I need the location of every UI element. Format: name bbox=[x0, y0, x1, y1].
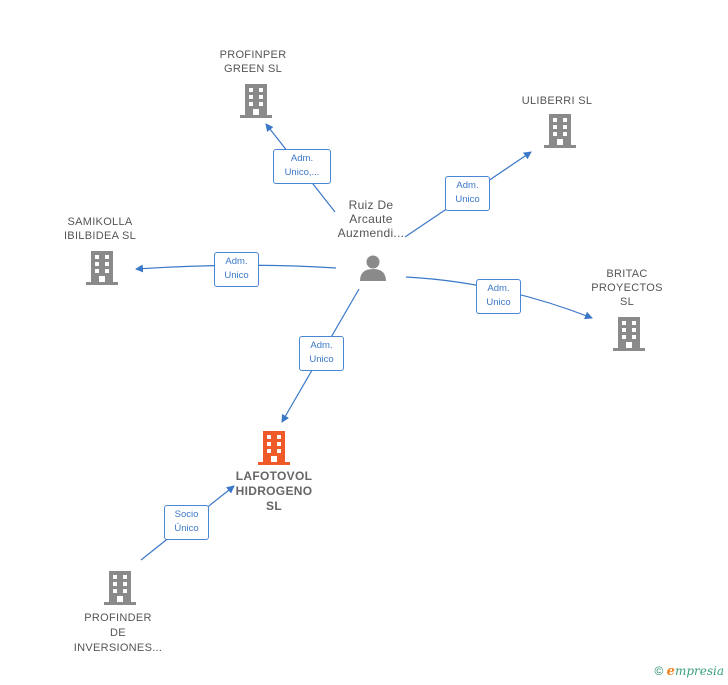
company-label-uliberri[interactable]: ULIBERRI SL bbox=[521, 95, 593, 107]
building-icon[interactable] bbox=[544, 114, 576, 148]
brand-logo-text: mpresia bbox=[674, 664, 724, 678]
company-label-britac[interactable]: BRITAC PROYECTOS SL bbox=[591, 268, 663, 308]
building-icon[interactable] bbox=[613, 317, 645, 351]
building-icon[interactable] bbox=[104, 571, 136, 605]
edge-label-uliberri[interactable]: Adm.Unico bbox=[445, 176, 490, 211]
edge-label-samikolla[interactable]: Adm.Unico bbox=[214, 252, 259, 287]
building-icon[interactable] bbox=[86, 251, 118, 285]
company-label-profinper[interactable]: PROFINPER GREEN SL bbox=[219, 49, 287, 75]
brand-footer: © empresia bbox=[654, 664, 724, 679]
copyright-icon: © bbox=[654, 664, 664, 678]
edge-label-britac[interactable]: Adm.Unico bbox=[476, 279, 521, 314]
center-person-label[interactable]: Ruiz De Arcaute Auzmendi... bbox=[337, 198, 405, 240]
company-label-samikolla[interactable]: SAMIKOLLA IBILBIDEA SL bbox=[63, 216, 137, 242]
company-label-profinder[interactable]: PROFINDER DE INVERSIONES... bbox=[73, 612, 163, 654]
company-label-lafotovol[interactable]: LAFOTOVOL HIDROGENO SL bbox=[235, 469, 313, 513]
building-icon[interactable] bbox=[240, 84, 272, 118]
brand-logo-initial: e bbox=[666, 664, 675, 679]
person-icon[interactable] bbox=[359, 253, 387, 281]
edge-label-profinper[interactable]: Adm.Unico,... bbox=[273, 149, 331, 184]
focus-building-icon[interactable] bbox=[258, 431, 290, 465]
edge-label-lafotovol[interactable]: Adm.Unico bbox=[299, 336, 344, 371]
